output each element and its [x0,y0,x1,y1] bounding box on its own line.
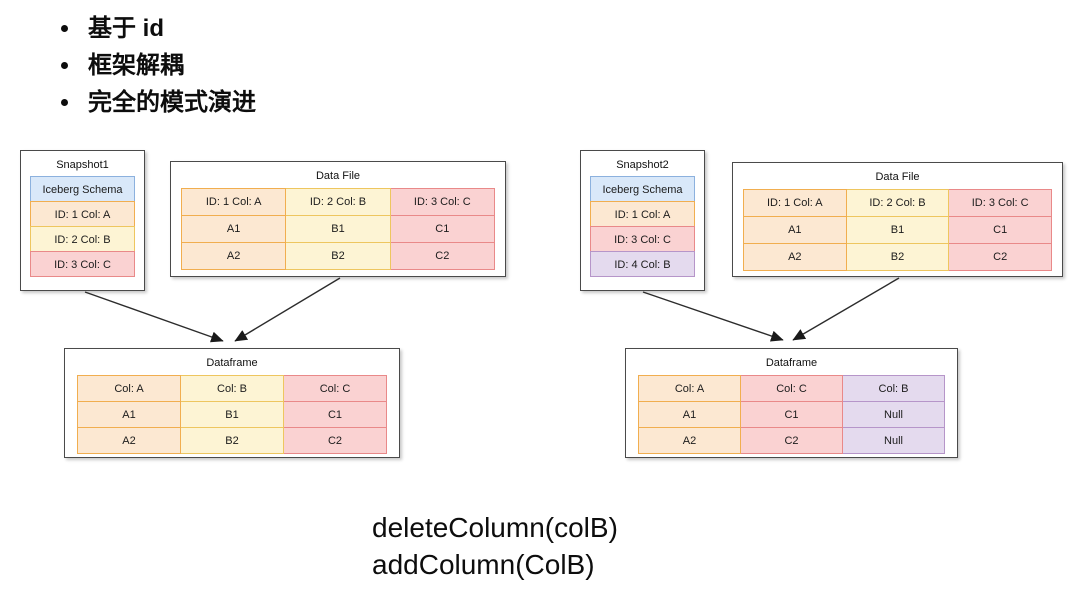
table-row: A1 C1 Null [638,401,945,428]
table-cell: A2 [743,243,847,271]
table-cell: B1 [180,401,284,428]
table-row: A1 B1 C1 [180,215,496,243]
table-cell: Col: A [77,375,181,402]
schema-cell: ID: 3 Col: C [590,226,695,252]
table-cell: B2 [180,427,284,454]
schema-cell: ID: 1 Col: A [590,201,695,227]
table-cell: Col: A [638,375,741,402]
table-cell: ID: 1 Col: A [180,188,287,216]
arrow-snapshot1-to-dataframe [84,291,224,343]
datafile-left-box: Data File ID: 1 Col: A ID: 2 Col: B ID: … [170,161,506,277]
datafile-table: ID: 1 Col: A ID: 2 Col: B ID: 3 Col: C A… [180,188,496,270]
bullet-item: 基于 id [82,10,256,47]
table-cell: Col: B [842,375,945,402]
datafile-right-box: Data File ID: 1 Col: A ID: 2 Col: B ID: … [732,162,1063,277]
table-row: Col: A Col: B Col: C [77,375,387,402]
table-cell: Null [842,427,945,454]
table-cell: ID: 2 Col: B [845,189,950,217]
box-title: Snapshot2 [616,159,669,171]
table-row: A1 B1 C1 [743,216,1052,244]
bullet-list: 基于 id 框架解耦 完全的模式演进 [52,10,256,121]
table-row: A2 B2 C2 [743,243,1052,271]
bullet-item: 框架解耦 [82,47,256,84]
schema-cell: ID: 2 Col: B [30,226,135,252]
table-cell: B1 [285,215,391,243]
box-title: Data File [875,171,920,183]
box-title: Dataframe [206,357,258,369]
table-row: ID: 1 Col: A ID: 2 Col: B ID: 3 Col: C [743,189,1052,217]
table-cell: A1 [180,215,287,243]
code-line: addColumn(ColB) [372,549,595,580]
table-cell: B1 [845,216,950,244]
table-cell: C2 [948,243,1052,271]
table-cell: Col: C [283,375,387,402]
arrow-snapshot2-to-dataframe [642,291,784,342]
box-title: Data File [315,170,361,182]
table-cell: A2 [77,427,181,454]
dataframe-table: Col: A Col: C Col: B A1 C1 Null A2 C2 Nu… [638,375,945,454]
table-cell: ID: 1 Col: A [743,189,847,217]
dataframe-right-box: Dataframe Col: A Col: C Col: B A1 C1 Nul… [625,348,958,458]
schema-cell: ID: 1 Col: A [30,201,135,227]
table-cell: Null [842,401,945,428]
table-cell: Col: B [180,375,284,402]
dataframe-left-box: Dataframe Col: A Col: B Col: C A1 B1 C1 … [64,348,400,458]
schema-cell-stack: Iceberg Schema ID: 1 Col: A ID: 3 Col: C… [590,176,695,277]
schema-cell-stack: Iceberg Schema ID: 1 Col: A ID: 2 Col: B… [30,176,135,277]
table-cell: A1 [638,401,741,428]
table-cell: C1 [740,401,843,428]
arrow-datafile-right-to-dataframe [792,277,900,341]
table-row: A1 B1 C1 [77,401,387,428]
schema-cell: Iceberg Schema [30,176,135,202]
schema-cell: Iceberg Schema [590,176,695,202]
table-row: A2 B2 C2 [77,427,387,454]
table-cell: Col: C [740,375,843,402]
snapshot2-box: Snapshot2 Iceberg Schema ID: 1 Col: A ID… [580,150,705,291]
table-cell: A1 [743,216,847,244]
bullet-item: 完全的模式演进 [82,84,256,121]
table-cell: ID: 2 Col: B [285,188,391,216]
datafile-table: ID: 1 Col: A ID: 2 Col: B ID: 3 Col: C A… [743,189,1052,271]
table-cell: B2 [845,243,950,271]
table-cell: ID: 3 Col: C [389,188,496,216]
table-cell: ID: 3 Col: C [948,189,1052,217]
table-row: A2 B2 C2 [180,242,496,270]
table-cell: B2 [285,242,391,270]
schema-cell: ID: 3 Col: C [30,251,135,277]
table-cell: C1 [283,401,387,428]
dataframe-table: Col: A Col: B Col: C A1 B1 C1 A2 B2 C2 [77,375,387,454]
schema-cell: ID: 4 Col: B [590,251,695,277]
box-title: Dataframe [765,357,818,369]
code-line: deleteColumn(colB) [372,512,618,543]
table-cell: A2 [638,427,741,454]
table-cell: C2 [283,427,387,454]
table-cell: C2 [389,242,496,270]
arrow-datafile-left-to-dataframe [234,277,341,342]
box-title: Snapshot1 [56,159,109,171]
table-row: A2 C2 Null [638,427,945,454]
code-caption: deleteColumn(colB) addColumn(ColB) [372,509,618,583]
table-cell: A2 [180,242,287,270]
table-cell: A1 [77,401,181,428]
table-row: Col: A Col: C Col: B [638,375,945,402]
table-cell: C1 [948,216,1052,244]
table-cell: C1 [389,215,496,243]
table-row: ID: 1 Col: A ID: 2 Col: B ID: 3 Col: C [180,188,496,216]
snapshot1-box: Snapshot1 Iceberg Schema ID: 1 Col: A ID… [20,150,145,291]
table-cell: C2 [740,427,843,454]
